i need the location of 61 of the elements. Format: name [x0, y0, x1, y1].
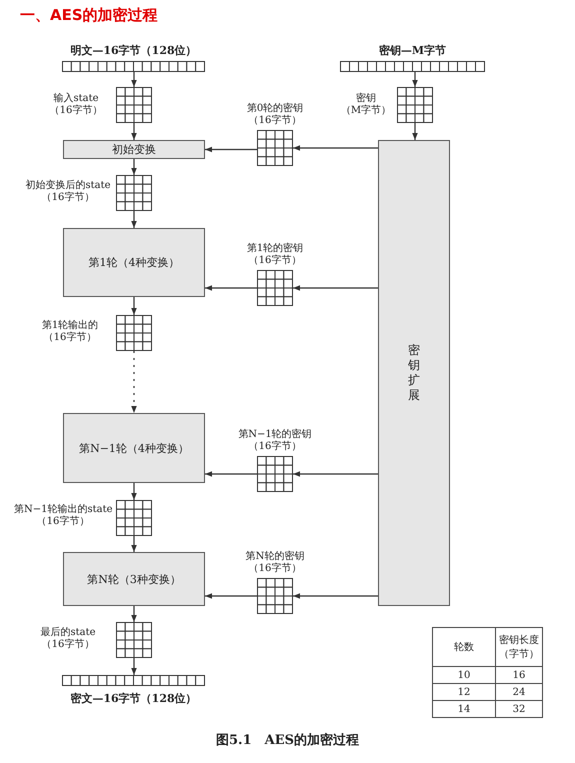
arrow: [131, 159, 137, 175]
state-grid: [257, 578, 293, 614]
process-box: 第1轮（4种变换）: [63, 228, 205, 297]
byte-strip: [62, 675, 205, 705]
state-grid: [257, 130, 293, 166]
arrow: [205, 471, 257, 477]
arrow: [131, 297, 137, 315]
table-cell: 24: [496, 684, 542, 700]
arrow: [131, 211, 137, 228]
key-expansion-box: 密钥扩展: [378, 140, 450, 606]
state-grid: [116, 622, 152, 658]
strip-label: 密钥—M字节: [378, 44, 446, 57]
table-cell: 轮数: [432, 628, 496, 666]
arrow: [131, 536, 137, 552]
arrow: [205, 285, 257, 291]
strip-label: 明文—16字节（128位）: [70, 44, 197, 57]
grid-caption: 第N轮的密钥（16字节）: [244, 551, 306, 575]
grid-caption: 初始变换后的state（16字节）: [24, 180, 112, 204]
arrow: [131, 483, 137, 500]
arrow: [131, 351, 137, 413]
state-grid: [116, 175, 152, 211]
grid-caption: 输入state（16字节）: [48, 93, 104, 117]
table-cell: 12: [432, 684, 496, 700]
grid-caption: 第N−1轮输出的state（16字节）: [14, 504, 112, 528]
arrow: [293, 145, 378, 151]
table-cell: 16: [496, 666, 542, 684]
state-grid: [116, 500, 152, 536]
grid-caption: 第1轮的密钥（16字节）: [246, 243, 304, 267]
table-cell: 14: [432, 700, 496, 718]
byte-strip: [340, 44, 485, 72]
arrow: [412, 123, 418, 140]
arrow: [131, 658, 137, 675]
arrow: [293, 285, 378, 291]
state-grid: [257, 456, 293, 492]
strip-label: 密文—16字节（128位）: [70, 692, 197, 705]
arrow: [131, 606, 137, 622]
arrow: [205, 146, 257, 152]
arrow: [293, 593, 378, 599]
grid-caption: 第0轮的密钥（16字节）: [246, 103, 304, 127]
process-box: 第N−1轮（4种变换）: [63, 413, 205, 483]
arrow: [293, 471, 378, 477]
grid-caption: 第N−1轮的密钥（16字节）: [237, 429, 313, 453]
grid-caption: 第1轮输出的（16字节）: [40, 320, 100, 344]
figure-caption: 图5.1 AES的加密过程: [215, 732, 360, 749]
state-grid: [116, 315, 152, 351]
arrow: [131, 123, 137, 140]
state-grid: [397, 87, 433, 123]
arrow: [131, 72, 137, 87]
arrow: [412, 72, 418, 87]
state-grid: [257, 270, 293, 306]
process-box: 第N轮（3种变换）: [63, 552, 205, 606]
table-cell: 密钥长度（字节）: [496, 628, 542, 666]
byte-strip: [62, 44, 205, 72]
diagram-title: 一、AES的加密过程: [20, 6, 158, 25]
grid-caption: 最后的state（16字节）: [39, 627, 97, 651]
state-grid: [116, 87, 152, 123]
process-box: 初始变换: [63, 140, 205, 159]
arrow: [205, 593, 257, 599]
table-cell: 10: [432, 666, 496, 684]
table-cell: 32: [496, 700, 542, 718]
grid-caption: 密钥（M字节）: [340, 93, 392, 117]
